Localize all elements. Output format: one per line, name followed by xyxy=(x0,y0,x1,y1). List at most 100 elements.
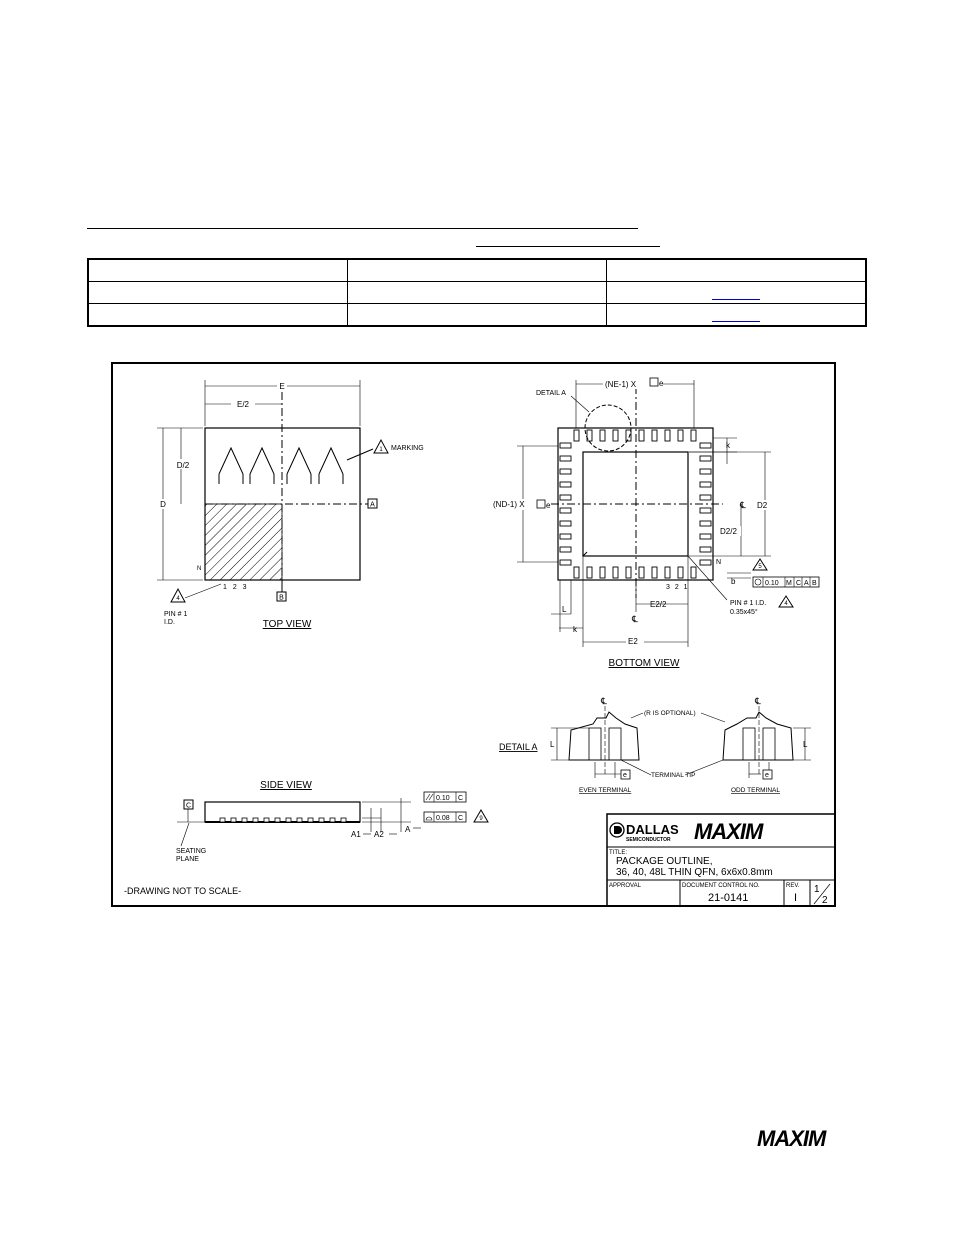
ne-pitch-label: (NE-1) X xyxy=(605,380,637,389)
pin-numbers-bottom: 3 2 1 xyxy=(666,584,688,591)
pin-numbers: 1 2 3 xyxy=(223,584,247,591)
maxim-logo-title-block: MAXIM xyxy=(694,819,764,844)
title-line-1: PACKAGE OUTLINE, xyxy=(616,856,713,867)
r-optional-label: (R IS OPTIONAL) xyxy=(644,710,696,717)
table-cell xyxy=(86,303,348,327)
semiconductor-text: SEMICONDUCTOR xyxy=(626,837,671,843)
title-block: DALLAS SEMICONDUCTOR MAXIM TITLE: PACKAG… xyxy=(606,813,836,907)
dim-e: E xyxy=(279,382,284,391)
detail-a: DETAIL A ℄ L e EVEN TERMINAL ℄ L e ODD T… xyxy=(499,696,811,794)
table-link[interactable] xyxy=(712,321,761,322)
dim-d: D xyxy=(160,500,166,509)
table-row xyxy=(86,258,868,282)
terminal-tip-label: TERMINAL TIP xyxy=(651,772,695,779)
package-table xyxy=(86,258,868,327)
note-flag: 4 xyxy=(784,601,788,607)
title-label: TITLE: xyxy=(609,850,627,856)
not-to-scale-note: -DRAWING NOT TO SCALE- xyxy=(124,886,241,896)
dim-e-half: E/2 xyxy=(237,400,250,409)
note-flag: 5 xyxy=(758,564,762,570)
table-cell xyxy=(346,303,608,327)
table-row xyxy=(86,281,868,304)
dim-e2: E2 xyxy=(628,637,638,646)
dallas-logo-icon xyxy=(609,822,625,838)
pin1-label: PIN # 1 xyxy=(164,611,187,618)
bottom-view: DETAIL A (NE-1) X e (ND-1) X e k D2 ℄ D2… xyxy=(491,377,820,669)
table-cell xyxy=(346,258,608,282)
datum-b: B xyxy=(279,595,284,602)
dim-b: b xyxy=(731,577,736,586)
top-view-title: TOP VIEW xyxy=(263,619,312,630)
side-view-title: SIDE VIEW xyxy=(260,780,312,791)
pin1-id: I.D. xyxy=(164,619,175,626)
pin-n-bottom: N xyxy=(716,559,721,566)
centerline-symbol: ℄ xyxy=(754,696,761,706)
bottom-view-title: BOTTOM VIEW xyxy=(609,658,680,669)
parallelism-datum: C xyxy=(458,795,463,802)
seating-label: SEATING xyxy=(176,848,206,855)
dim-a1: A1 xyxy=(351,830,361,839)
dim-k-top: k xyxy=(726,441,731,450)
side-terminals xyxy=(219,817,347,823)
coplanarity-frame: 0.08 C 9 xyxy=(423,809,489,823)
pin1-quadrant-hatch xyxy=(204,503,283,581)
header-rule-1 xyxy=(87,228,638,229)
table-cell xyxy=(86,281,348,304)
centerline-symbol: ℄ xyxy=(600,696,607,706)
note-flag: 9 xyxy=(479,816,483,822)
note-flag: 4 xyxy=(176,596,180,602)
dim-a: A xyxy=(405,825,411,834)
table-cell[interactable] xyxy=(606,281,868,304)
package-outline-drawing: E E/2 D D/2 A B 1 MARKING 1 2 3 N 4 PIN … xyxy=(111,362,836,907)
fcf-modifier: M xyxy=(786,580,792,587)
pin-n-label: N xyxy=(197,566,201,572)
doc-control-number: 21-0141 xyxy=(708,892,748,904)
pitch-symbol: e xyxy=(546,501,551,510)
side-view: SIDE VIEW C SEATING PLANE A1 A2 A 0 xyxy=(124,780,489,896)
top-view: E E/2 D D/2 A B 1 MARKING 1 2 3 N 4 PIN … xyxy=(157,380,424,630)
approval-label: APPROVAL xyxy=(609,883,642,889)
marking-glyphs xyxy=(218,446,344,484)
pitch-symbol: e xyxy=(623,772,627,779)
pin1-id-bottom: PIN # 1 I.D. xyxy=(730,600,766,607)
note-flag: 1 xyxy=(379,447,383,453)
even-terminal-label: EVEN TERMINAL xyxy=(579,787,632,794)
sheet-number: 1 xyxy=(814,884,820,895)
doc-control-label: DOCUMENT CONTROL NO. xyxy=(682,883,760,889)
datum-c: C xyxy=(186,803,191,810)
dim-l: L xyxy=(803,740,808,749)
dim-a2: A2 xyxy=(374,830,384,839)
right-terminal-column xyxy=(699,442,712,566)
datum-a: A xyxy=(370,502,375,509)
top-terminal-row xyxy=(573,429,697,442)
coplanarity-tolerance: 0.08 xyxy=(436,815,450,822)
table-link[interactable] xyxy=(712,299,761,300)
detail-a-label: DETAIL A xyxy=(499,742,538,752)
feature-control-frame-b: 0.10 M C A B xyxy=(752,576,820,588)
dim-l-bottom: L xyxy=(562,605,567,614)
rev-label: REV. xyxy=(786,883,800,889)
table-row xyxy=(86,303,868,327)
pin1-chamfer: 0.35x45° xyxy=(730,608,758,616)
sheet-total: 2 xyxy=(822,895,828,906)
fcf-tolerance: 0.10 xyxy=(765,580,779,587)
table-cell xyxy=(346,281,608,304)
odd-terminal-label: ODD TERMINAL xyxy=(731,787,780,794)
plane-label: PLANE xyxy=(176,856,199,863)
bottom-terminal-row xyxy=(573,566,697,579)
dim-k-bottom: k xyxy=(573,625,578,634)
fcf-datum-b: B xyxy=(812,580,817,587)
title-line-2: 36, 40, 48L THIN QFN, 6x6x0.8mm xyxy=(616,867,773,878)
fcf-datum-c: C xyxy=(796,580,801,587)
dim-d2-half: D2/2 xyxy=(720,527,737,536)
table-cell[interactable] xyxy=(606,303,868,327)
coplanarity-datum: C xyxy=(458,815,463,822)
maxim-footer-logo: MAXIM xyxy=(757,1128,828,1150)
parallelism-frame: 0.10 C xyxy=(423,791,467,803)
nd-pitch-label: (ND-1) X xyxy=(493,500,525,509)
marking-label: MARKING xyxy=(391,445,424,452)
dim-d2: D2 xyxy=(757,501,768,510)
dim-l: L xyxy=(550,740,555,749)
centerline-symbol: ℄ xyxy=(631,614,638,624)
table-cell xyxy=(86,258,348,282)
